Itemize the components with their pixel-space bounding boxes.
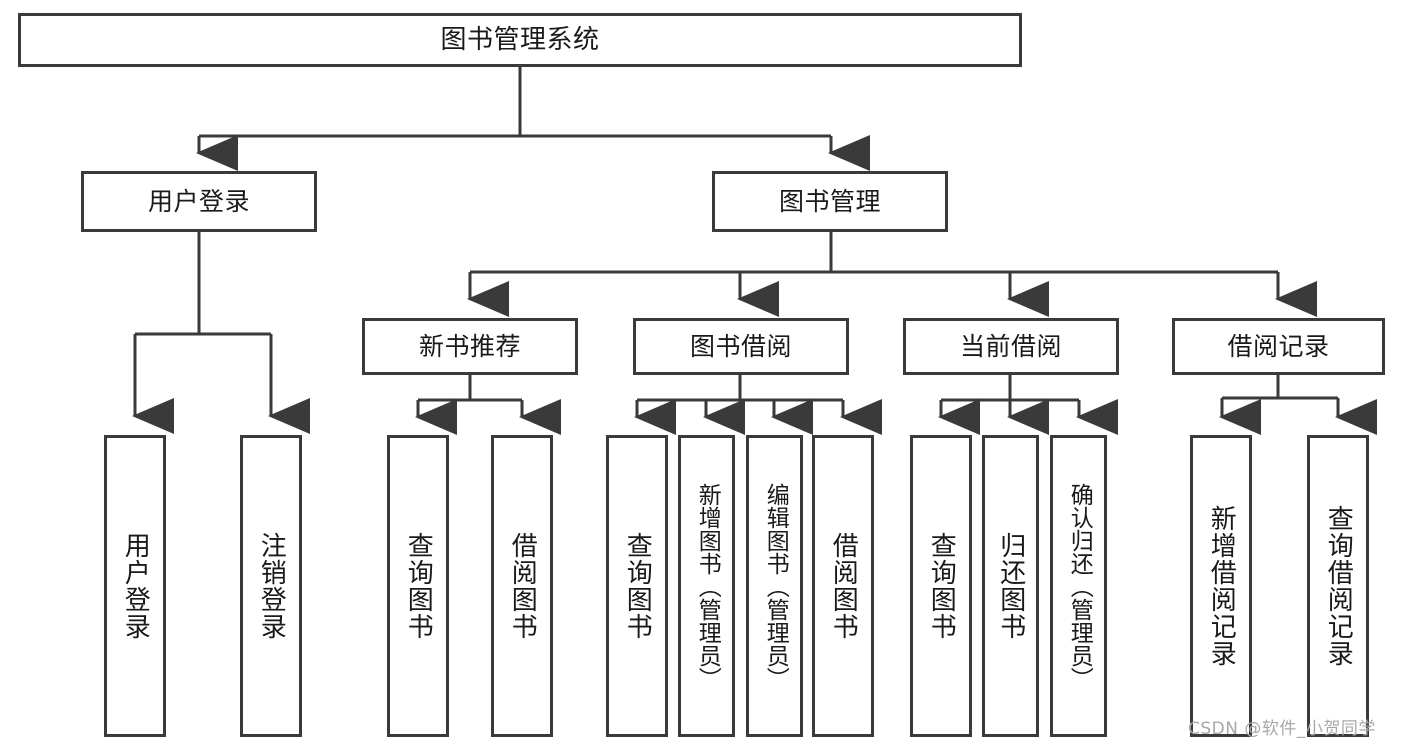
- node-label: 借阅图书: [507, 532, 538, 640]
- node-leaf-confirm-return[interactable]: 确认归还（管理员）: [1050, 435, 1107, 737]
- node-label: 新增借阅记录: [1206, 505, 1237, 667]
- node-leaf-return-book[interactable]: 归还图书: [982, 435, 1039, 737]
- node-user-login[interactable]: 用户登录: [81, 171, 317, 232]
- node-label: 查询图书: [926, 532, 957, 640]
- node-leaf-query-record[interactable]: 查询借阅记录: [1307, 435, 1369, 737]
- node-label: 归还图书: [995, 532, 1026, 640]
- node-leaf-borrow-book-1[interactable]: 借阅图书: [491, 435, 553, 737]
- node-label: 查询图书: [622, 532, 653, 640]
- node-label: 查询借阅记录: [1323, 505, 1354, 667]
- node-leaf-add-book[interactable]: 新增图书（管理员）: [678, 435, 735, 737]
- node-label: 用户登录: [147, 187, 250, 216]
- node-label: 图书借阅: [689, 332, 792, 361]
- node-leaf-add-record[interactable]: 新增借阅记录: [1190, 435, 1252, 737]
- node-label: 用户登录: [120, 532, 151, 640]
- node-root-system[interactable]: 图书管理系统: [18, 13, 1022, 67]
- csdn-watermark: CSDN @软件_小贺同学: [1188, 719, 1376, 739]
- node-leaf-borrow-book-2[interactable]: 借阅图书: [812, 435, 874, 737]
- node-leaf-edit-book[interactable]: 编辑图书（管理员）: [746, 435, 803, 737]
- node-label: 注销登录: [256, 532, 287, 640]
- node-borrow-record[interactable]: 借阅记录: [1172, 318, 1385, 375]
- node-leaf-query-book-3[interactable]: 查询图书: [910, 435, 972, 737]
- node-leaf-query-book-2[interactable]: 查询图书: [606, 435, 668, 737]
- node-label: 图书管理系统: [440, 24, 600, 55]
- node-label: 查询图书: [403, 532, 434, 640]
- node-label: 图书管理: [778, 187, 881, 216]
- node-leaf-query-book-1[interactable]: 查询图书: [387, 435, 449, 737]
- node-label: 当前借阅: [959, 332, 1062, 361]
- node-current-borrow[interactable]: 当前借阅: [903, 318, 1119, 375]
- node-label: 新书推荐: [418, 332, 521, 361]
- node-label: 新增图书（管理员）: [694, 482, 721, 690]
- node-leaf-logout-login[interactable]: 注销登录: [240, 435, 302, 737]
- node-book-manage[interactable]: 图书管理: [712, 171, 948, 232]
- node-label: 确认归还（管理员）: [1066, 482, 1093, 690]
- node-book-borrow[interactable]: 图书借阅: [633, 318, 849, 375]
- node-label: 借阅记录: [1227, 332, 1330, 361]
- node-new-book-recommend[interactable]: 新书推荐: [362, 318, 578, 375]
- node-leaf-user-login[interactable]: 用户登录: [104, 435, 166, 737]
- node-label: 编辑图书（管理员）: [762, 482, 789, 690]
- node-label: 借阅图书: [828, 532, 859, 640]
